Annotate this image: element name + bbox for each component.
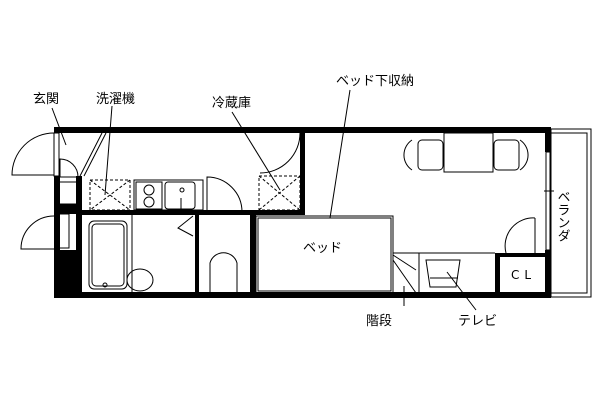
bathroom xyxy=(88,215,238,292)
stairs xyxy=(392,252,420,294)
under-bed-storage-label: ベッド下収納 xyxy=(336,74,414,89)
kitchen xyxy=(89,132,301,213)
dining-set xyxy=(403,132,529,173)
walls xyxy=(54,127,551,298)
closet: CL xyxy=(504,217,536,282)
stairs-label: 階段 xyxy=(366,314,392,329)
veranda-label: ベランダ xyxy=(555,190,571,242)
refrigerator-label: 冷蔵庫 xyxy=(212,96,251,111)
veranda: ベランダ xyxy=(544,128,592,298)
bed-label: ベッド xyxy=(303,241,342,256)
entrance-label: 玄関 xyxy=(33,92,59,107)
closet-label: CL xyxy=(511,268,536,282)
tv-label: テレビ xyxy=(458,314,497,329)
leader-lines xyxy=(51,89,477,311)
tv xyxy=(419,252,495,288)
washing-machine-label: 洗濯機 xyxy=(96,92,135,107)
entrance-doors xyxy=(11,132,107,250)
bed: ベッド xyxy=(255,215,394,295)
